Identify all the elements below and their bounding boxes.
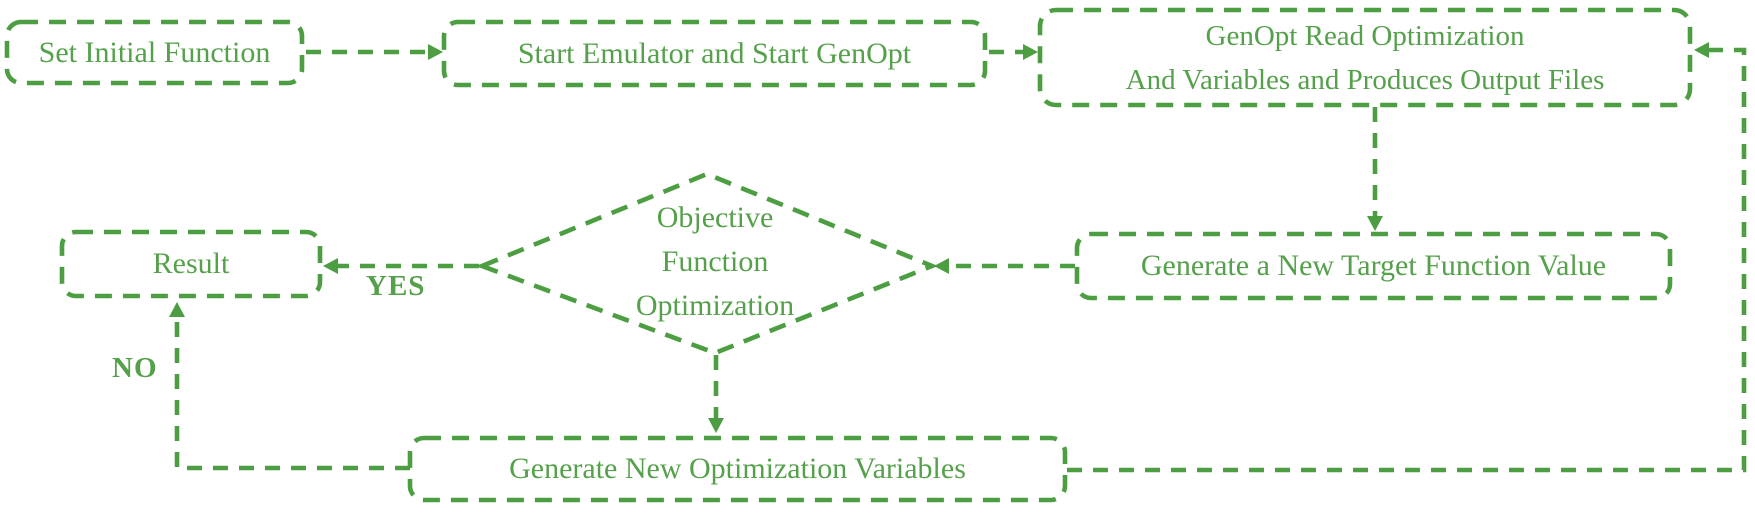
node-box-result — [59, 229, 323, 299]
node-box-generate-target-value — [1074, 231, 1673, 301]
node-label-objective-decision-line2: Function — [661, 245, 769, 278]
node-box-start-emulator — [441, 19, 988, 88]
node-box-set-initial-function — [4, 19, 305, 86]
edge-no-loop-to-result — [174, 317, 410, 471]
node-label-genopt-read: GenOpt Read Optimization And Variables a… — [1040, 10, 1690, 105]
node-label-objective-decision-line1: Objective — [656, 201, 774, 234]
node-label-objective-decision-line3: Optimization — [635, 289, 795, 322]
arrowhead-into-decision-right-tip — [934, 258, 949, 274]
node-label-genopt-read-line2: And Variables and Produces Output Files — [1125, 63, 1605, 96]
arrowhead-into-genopt-read-right — [1694, 42, 1709, 58]
node-label-start-emulator: Start Emulator and Start GenOpt — [517, 36, 912, 70]
branch-label-yes: YES — [366, 270, 426, 302]
arrowhead-into-result-right — [323, 258, 338, 274]
node-label-generate-new-variables: Generate New Optimization Variables — [509, 452, 966, 485]
node-box-genopt-read — [1037, 7, 1693, 108]
node-label-objective-decision: Objective Function Optimization — [565, 192, 865, 332]
node-label-result: Result — [152, 247, 230, 280]
arrowhead-into-start-emulator — [428, 44, 443, 60]
arrowhead-into-generate-target — [1367, 216, 1383, 231]
node-label-genopt-read-line1: GenOpt Read Optimization — [1205, 19, 1525, 52]
node-label-generate-target-value: Generate a New Target Function Value — [1140, 249, 1607, 282]
edge-loop-back-to-genopt-read — [1067, 47, 1747, 473]
node-label-set-initial-function: Set Initial Function — [38, 35, 271, 69]
arrowhead-into-genopt-read — [1023, 44, 1038, 60]
arrowhead-into-generate-new-variables — [708, 418, 724, 433]
node-diamond-objective-decision — [475, 171, 939, 356]
branch-label-no: NO — [112, 352, 158, 384]
arrowhead-into-result-bottom — [169, 302, 185, 317]
node-box-generate-new-variables — [407, 435, 1068, 503]
